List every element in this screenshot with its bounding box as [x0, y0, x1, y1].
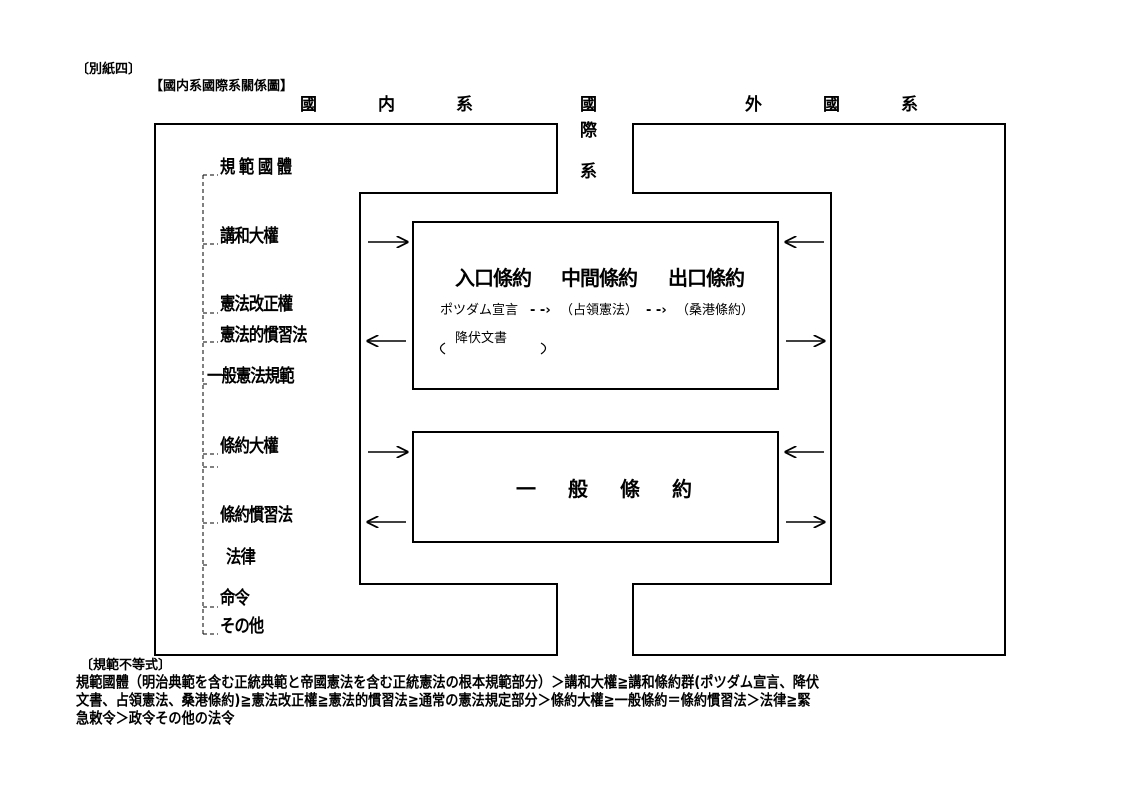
inequality-line-2: 文書、占領憲法、桑港條約)≧憲法改正權≧憲法的慣習法≧通常の憲法規定部分＞條約大…	[76, 691, 811, 709]
label-amendment-power: 憲法改正權	[220, 294, 293, 315]
sf-treaty: （桑港條約）	[676, 303, 755, 318]
label-order: 命令	[220, 588, 250, 609]
general-treaty: 一 般 條 約	[516, 477, 698, 501]
arrow-1: - -›	[530, 303, 551, 318]
surrender-document: 降伏文書	[455, 331, 508, 346]
potsdam-declaration: ポツダム宣言	[440, 303, 519, 318]
bracket-left	[439, 342, 446, 355]
domestic-frame	[154, 123, 558, 656]
occupation-constitution: （占領憲法）	[560, 303, 639, 318]
inequality-heading: 〔規範不等式〕	[80, 658, 172, 673]
middle-treaty: 中間條約	[561, 266, 638, 290]
diagram-title: 【國内系國際系關係圖】	[150, 79, 294, 94]
label-general-const: 一般憲法規範	[207, 366, 295, 387]
bracket-right	[540, 342, 547, 355]
upper-treaty-box	[412, 221, 779, 390]
header-intl-3: 系	[580, 162, 599, 182]
hierarchy-dashes	[202, 174, 218, 635]
foreign-frame	[632, 123, 1006, 656]
label-other: その他	[220, 616, 264, 637]
header-intl-1: 國	[580, 95, 599, 115]
entry-treaty: 入口條約	[455, 266, 532, 290]
inequality-line-1: 規範國體（明治典範を含む正統典範と帝國憲法を含む正統憲法の根本規範部分）＞講和大…	[76, 673, 820, 691]
exit-treaty: 出口條約	[668, 266, 745, 290]
header-intl-2: 際	[580, 121, 599, 141]
annex-label: 〔別紙四〕	[76, 62, 142, 77]
arrow-2: - -›	[646, 303, 667, 318]
label-kokutai: 規 範 國 體	[220, 157, 292, 178]
label-law: 法律	[226, 547, 256, 568]
label-treaty-power: 條約大權	[220, 436, 279, 457]
label-treaty-custom: 條約慣習法	[220, 505, 293, 526]
inequality-line-3: 急敕令＞政令その他の法令	[76, 709, 235, 727]
header-foreign: 外 國 系	[745, 95, 940, 115]
header-domestic: 國 内 系	[300, 95, 495, 115]
label-const-custom: 憲法的慣習法	[220, 325, 308, 346]
lower-treaty-box	[412, 431, 779, 543]
label-peace-power: 講和大權	[220, 226, 279, 247]
